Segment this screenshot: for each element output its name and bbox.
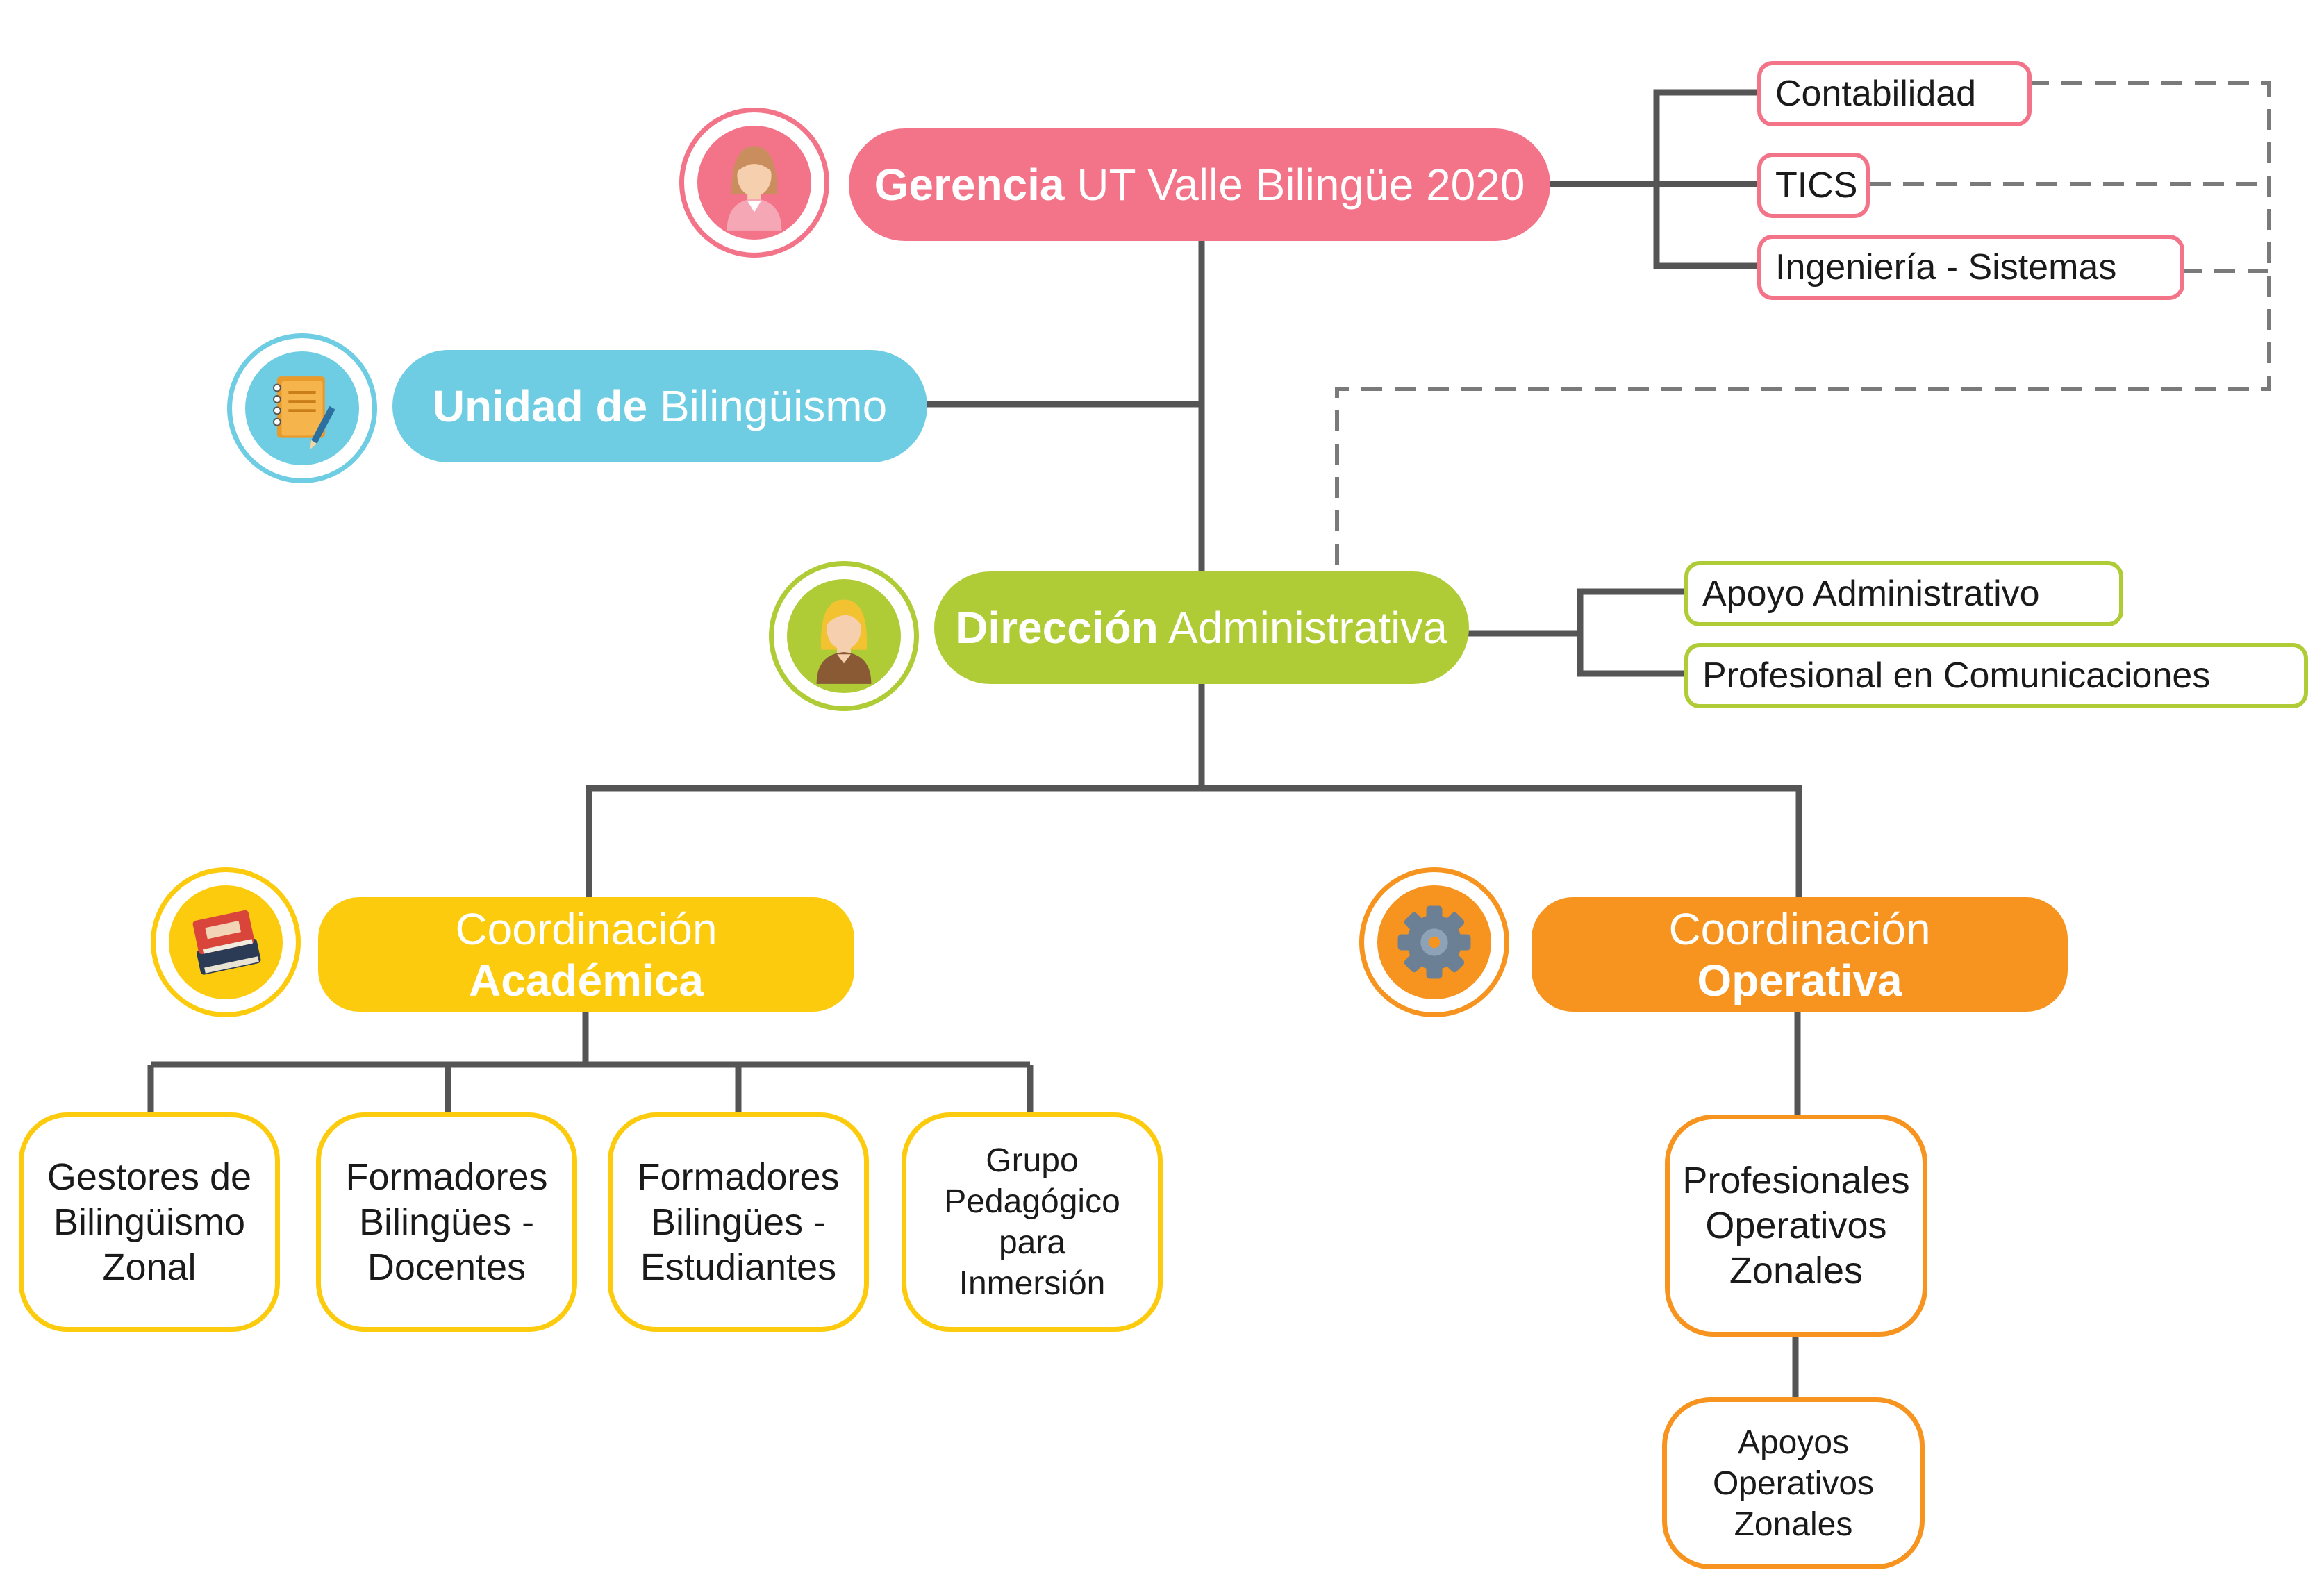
unit-ingenieria-sistemas: Ingeniería - Sistemas — [1757, 235, 2184, 300]
gerencia-node: Gerencia UT Valle Bilingüe 2020 — [849, 128, 1550, 241]
gerencia-icon-ring — [679, 108, 829, 258]
gerencia-title-rest: UT Valle Bilingüe 2020 — [1064, 160, 1525, 210]
unit-apoyo-administrativo: Apoyo Administrativo — [1684, 561, 2123, 626]
books-icon — [163, 879, 289, 1005]
unidad-title-bold: Unidad de — [432, 381, 648, 431]
unidad-title-rest: Bilingüismo — [647, 381, 888, 431]
unit-profesional-comunicaciones: Profesional en Comunicaciones — [1684, 643, 2308, 708]
woman-avatar-icon — [691, 119, 817, 246]
direccion-title-rest: Administrativa — [1158, 603, 1447, 653]
direccion-title-bold: Dirección — [956, 603, 1159, 653]
direccion-node: Dirección Administrativa — [934, 571, 1469, 684]
operativa-icon-ring — [1359, 867, 1509, 1017]
academica-icon-ring — [151, 867, 301, 1017]
unit-tics: TICS — [1757, 153, 1870, 218]
unidad-icon-ring — [227, 333, 377, 483]
academica-line2: Académica — [469, 955, 704, 1005]
academica-line1: Coordinación — [455, 903, 717, 954]
operativa-line2: Operativa — [1697, 955, 1902, 1005]
blonde-woman-avatar-icon — [781, 573, 907, 699]
gear-icon — [1371, 879, 1497, 1005]
operativa-line1: Coordinación — [1668, 903, 1931, 954]
gerencia-title-bold: Gerencia — [874, 160, 1065, 210]
operativa-node: Coordinación Operativa — [1532, 897, 2068, 1012]
unit-contabilidad: Contabilidad — [1757, 61, 2032, 126]
academica-node: Coordinación Académica — [318, 897, 854, 1012]
notebook-pencil-icon — [239, 345, 365, 471]
direccion-icon-ring — [769, 561, 919, 711]
unidad-node: Unidad de Bilingüismo — [392, 350, 927, 462]
